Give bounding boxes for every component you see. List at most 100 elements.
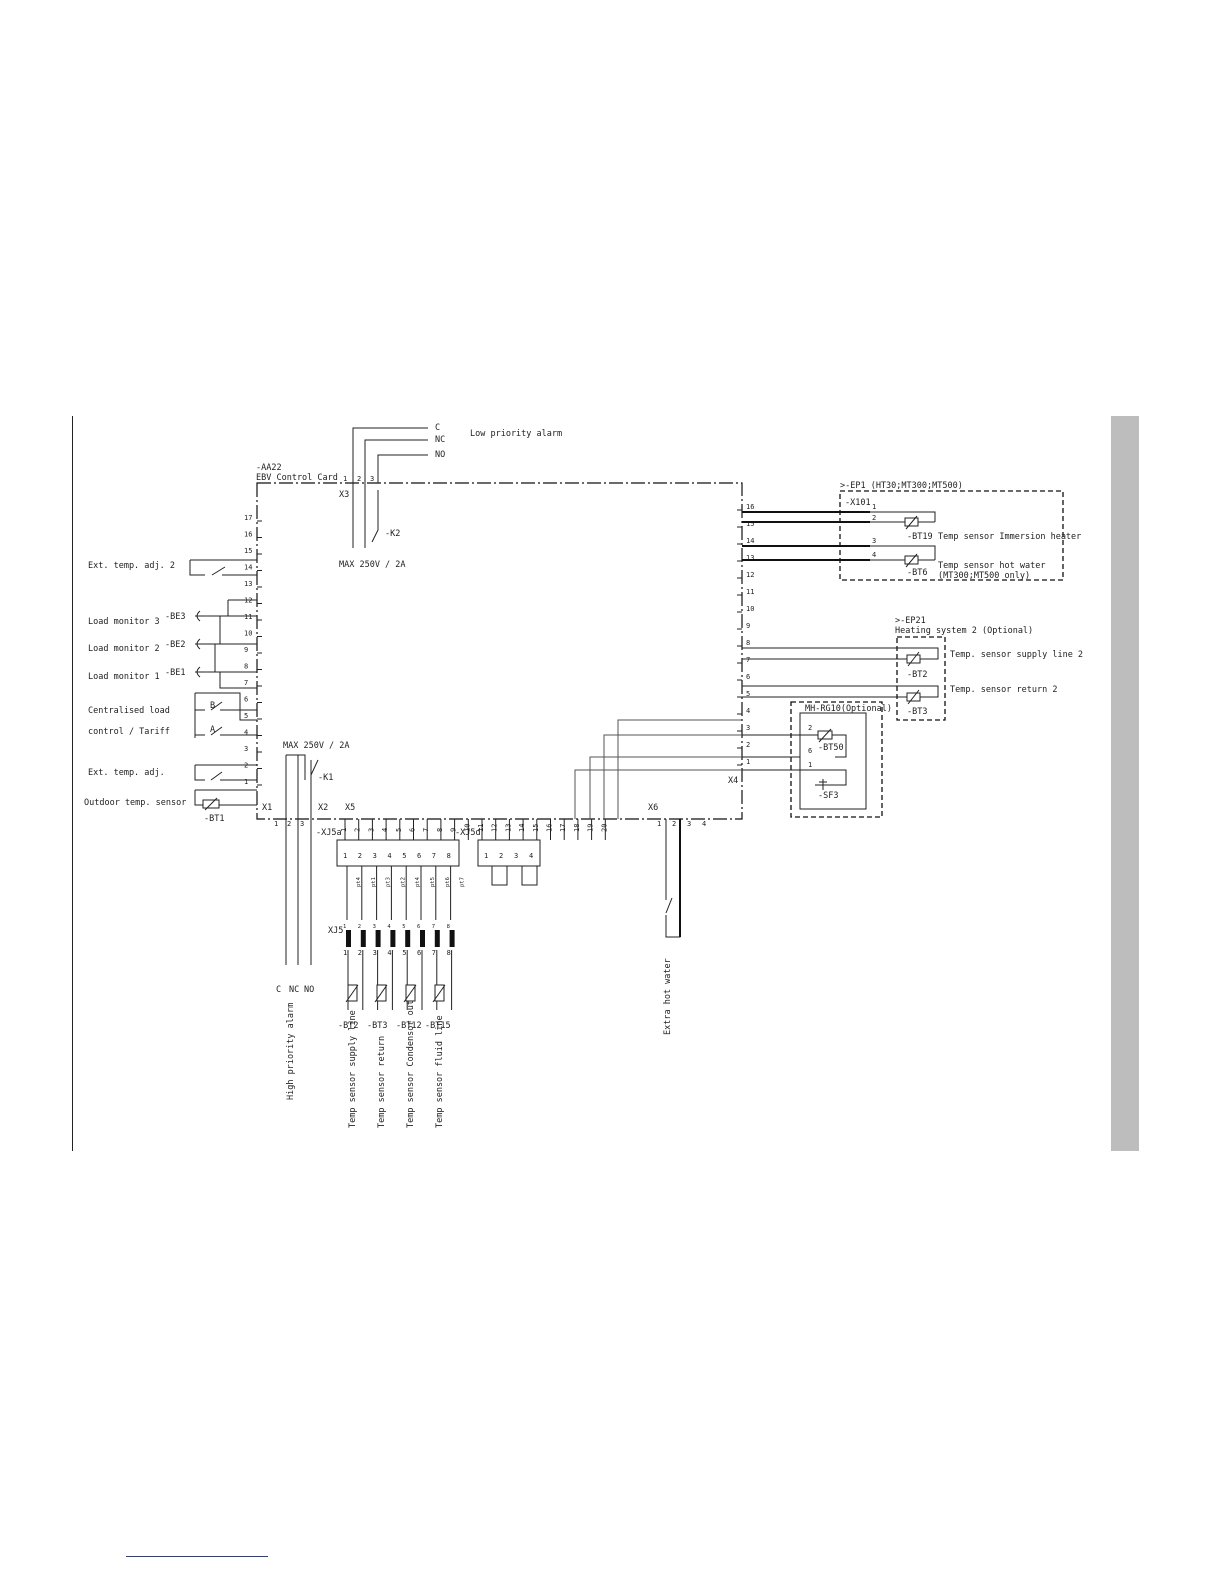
be2-label: -BE2 — [165, 640, 185, 650]
sensor-bt2-label: Temp sensor supply line — [348, 1010, 358, 1128]
ep1-block: >-EP1 (HT30;MT300;MT500) -X101 1 2 3 4 -… — [742, 481, 1081, 581]
ext-temp-adj-2-label: Ext. temp. adj. 2 — [88, 561, 175, 571]
x5-pin-8: 8 — [436, 828, 444, 832]
centralised-load-label-2: control / Tariff — [88, 727, 170, 737]
xj5-pin-top-6: 6 — [417, 924, 420, 930]
x3-pin-2: 2 — [357, 475, 361, 483]
ep21-bt2-label: -BT2 — [907, 670, 927, 680]
right-pin-11: 11 — [746, 588, 754, 596]
x3-label: X3 — [339, 490, 349, 500]
x3-pin-3: 3 — [370, 475, 374, 483]
x6-pin-4: 4 — [702, 820, 706, 828]
right-pin-6: 6 — [746, 673, 750, 681]
contact-a-label: A — [210, 725, 215, 735]
sensor-bt12-id: -BT12 — [396, 1021, 422, 1031]
wire-id-4: pt4 — [415, 876, 421, 887]
ep21-bt3-label: -BT3 — [907, 707, 927, 717]
wire-id-2: pt3 — [386, 877, 392, 887]
ep21-id: >-EP21 — [895, 616, 926, 626]
high-priority-alarm-block: MAX 250V / 2A -K1 X1 1 2 3 C NC NO High … — [262, 741, 350, 1100]
x5-pin-5: 5 — [395, 828, 403, 832]
x101-pin-3: 3 — [872, 537, 876, 545]
xj5-pin-bottom-7: 7 — [432, 949, 436, 957]
x5-pin-9: 9 — [450, 828, 458, 832]
left-pin-10: 10 — [244, 630, 252, 638]
low-priority-alarm-label: Low priority alarm — [470, 429, 562, 439]
x1-label: X1 — [262, 803, 272, 813]
x6-pin-2: 2 — [672, 820, 676, 828]
sensor-bt3-id: -BT3 — [367, 1021, 387, 1031]
ep1-id: >-EP1 (HT30;MT300;MT500) — [840, 481, 963, 491]
k2-label: -K2 — [385, 529, 400, 539]
sf3-label: -SF3 — [818, 791, 838, 801]
plug-pin-7: 7 — [432, 852, 436, 860]
xj5-label: XJ5 — [328, 926, 343, 936]
bt6-note: (MT300;MT500 only) — [938, 571, 1030, 581]
right-pin-7: 7 — [746, 656, 750, 664]
left-inputs: Ext. temp. adj. 2 Load monitor 3 Load mo… — [84, 559, 257, 824]
left-pin-14: 14 — [244, 564, 252, 572]
hpa-term-no: NO — [304, 985, 314, 995]
xj5-pin-bottom-3: 3 — [373, 949, 377, 957]
plug-pin-4: 4 — [387, 852, 391, 860]
right-pin-10: 10 — [746, 605, 754, 613]
k1-rating: MAX 250V / 2A — [283, 741, 350, 751]
sensor-bt3-label: Temp sensor return — [377, 1036, 387, 1128]
right-pin-5: 5 — [746, 690, 750, 698]
x1-pin-1: 1 — [274, 820, 278, 828]
bt19-label: -BT19 — [907, 532, 933, 542]
sensor-bt15-id: -BT15 — [425, 1021, 451, 1031]
x101-pin-1: 1 — [872, 503, 876, 511]
ep21-block: >-EP21 Heating system 2 (Optional) -BT2 … — [742, 616, 1083, 721]
bt19-desc: Temp sensor Immersion heater — [938, 532, 1081, 542]
plug2-pin-4: 4 — [529, 852, 533, 860]
xj5-pin-bottom-5: 5 — [402, 949, 406, 957]
x5-pin-2: 2 — [354, 828, 362, 832]
extra-hot-water-label: Extra hot water — [663, 958, 673, 1035]
right-pin-16: 16 — [746, 503, 754, 511]
right-pin-8: 8 — [746, 639, 750, 647]
control-card-name: EBV Control Card — [256, 473, 338, 483]
left-pin-6: 6 — [244, 696, 248, 704]
xj5-pin-top-7: 7 — [432, 924, 435, 930]
left-margin-rule — [72, 416, 73, 1151]
wire-id-1: pt1 — [371, 877, 377, 887]
sensor-bt12-label: Temp sensor Condensor out — [406, 1000, 416, 1128]
left-pin-5: 5 — [244, 712, 248, 720]
lpa-term-nc: NC — [435, 435, 445, 445]
right-pin-14: 14 — [746, 537, 754, 545]
bt50-label: -BT50 — [818, 743, 844, 753]
xj5-pin-top-8: 8 — [447, 924, 450, 930]
right-pin-9: 9 — [746, 622, 750, 630]
mh-pin-1: 1 — [808, 761, 812, 769]
centralised-load-label-1: Centralised load — [88, 706, 170, 716]
xj5-pin-bottom-4: 4 — [387, 949, 391, 957]
left-pin-15: 15 — [244, 547, 252, 555]
left-pin-11: 11 — [244, 613, 252, 621]
left-pin-8: 8 — [244, 663, 248, 671]
load-monitor-3-label: Load monitor 3 — [88, 617, 160, 627]
left-pin-17: 17 — [244, 514, 252, 522]
x2-label: X2 — [318, 803, 328, 813]
plug2-pin-2: 2 — [499, 852, 503, 860]
xj5-pin-top-5: 5 — [402, 924, 405, 930]
xj5-pin-top-2: 2 — [358, 924, 361, 930]
x5-pin-17: 17 — [559, 824, 567, 832]
right-pin-3: 3 — [746, 724, 750, 732]
wire-id-7: pt7 — [460, 877, 466, 887]
xj5-pin-bottom-8: 8 — [447, 949, 451, 957]
x5-pin-14: 14 — [518, 824, 526, 832]
x6-label: X6 — [648, 803, 658, 813]
x5-pin-18: 18 — [573, 824, 581, 832]
bt6-label: -BT6 — [907, 568, 927, 578]
right-pin-15: 15 — [746, 520, 754, 528]
footer-link-underline[interactable] — [126, 1556, 268, 1557]
x101-pin-2: 2 — [872, 514, 876, 522]
right-pin-4: 4 — [746, 707, 750, 715]
